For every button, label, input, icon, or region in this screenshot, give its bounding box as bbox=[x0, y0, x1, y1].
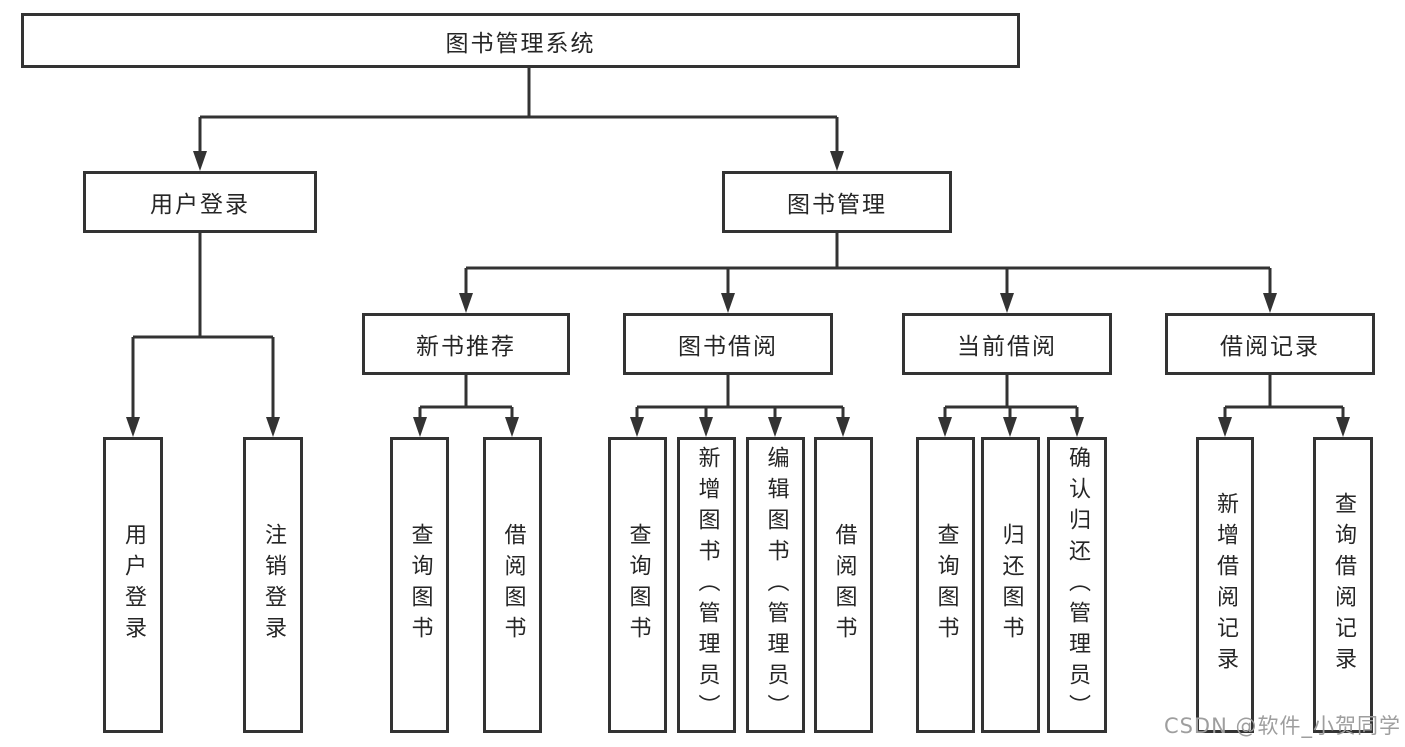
node-label: 新增图书（管理员） bbox=[694, 445, 720, 725]
leaf-user-login: 用户登录 bbox=[103, 437, 163, 733]
csdn-watermark: CSDN @软件_小贺同学 bbox=[1163, 714, 1401, 738]
leaf-logout-login: 注销登录 bbox=[243, 437, 303, 733]
leaf-query-borrow-record: 查询借阅记录 bbox=[1313, 437, 1373, 733]
node-label: 当前借阅 bbox=[957, 334, 1057, 360]
node-label: 用户登录 bbox=[121, 523, 146, 647]
leaf-confirm-return-admin: 确认归还（管理员） bbox=[1047, 437, 1107, 733]
node-label: 归还图书 bbox=[998, 523, 1024, 647]
leaf-add-borrow-record: 新增借阅记录 bbox=[1196, 437, 1254, 733]
node-label: 借阅图书 bbox=[500, 523, 526, 647]
branch-book-management: 图书管理 bbox=[722, 171, 952, 233]
branch-borrowing-records: 借阅记录 bbox=[1165, 313, 1375, 375]
node-label: 新增借阅记录 bbox=[1213, 492, 1238, 678]
node-label: 新书推荐 bbox=[416, 334, 516, 360]
node-label: 图书管理系统 bbox=[445, 30, 596, 57]
node-label: 图书管理 bbox=[787, 192, 887, 218]
node-label: 查询借阅记录 bbox=[1331, 492, 1356, 678]
node-label: 查询图书 bbox=[933, 523, 959, 647]
node-label: 查询图书 bbox=[625, 523, 651, 647]
leaf-query-books-current: 查询图书 bbox=[916, 437, 975, 733]
branch-user-login: 用户登录 bbox=[83, 171, 317, 233]
leaf-query-books-borrowing: 查询图书 bbox=[608, 437, 667, 733]
node-label: 借阅记录 bbox=[1220, 334, 1320, 360]
node-label: 编辑图书（管理员） bbox=[763, 445, 789, 725]
node-library-management-system: 图书管理系统 bbox=[21, 13, 1020, 68]
node-label: 用户登录 bbox=[150, 192, 250, 218]
leaf-borrow-books-borrowing: 借阅图书 bbox=[814, 437, 873, 733]
leaf-borrow-books-recommend: 借阅图书 bbox=[483, 437, 542, 733]
branch-current-borrowing: 当前借阅 bbox=[902, 313, 1112, 375]
node-label: 图书借阅 bbox=[678, 334, 778, 360]
node-label: 查询图书 bbox=[407, 523, 433, 647]
leaf-query-books-recommend: 查询图书 bbox=[390, 437, 449, 733]
node-label: 注销登录 bbox=[261, 523, 286, 647]
leaf-edit-books-admin: 编辑图书（管理员） bbox=[746, 437, 805, 733]
leaf-return-books: 归还图书 bbox=[981, 437, 1040, 733]
node-label: 借阅图书 bbox=[831, 523, 857, 647]
node-label: 确认归还（管理员） bbox=[1065, 445, 1090, 725]
leaf-add-books-admin: 新增图书（管理员） bbox=[677, 437, 736, 733]
branch-new-book-recommend: 新书推荐 bbox=[362, 313, 570, 375]
branch-book-borrowing: 图书借阅 bbox=[623, 313, 833, 375]
